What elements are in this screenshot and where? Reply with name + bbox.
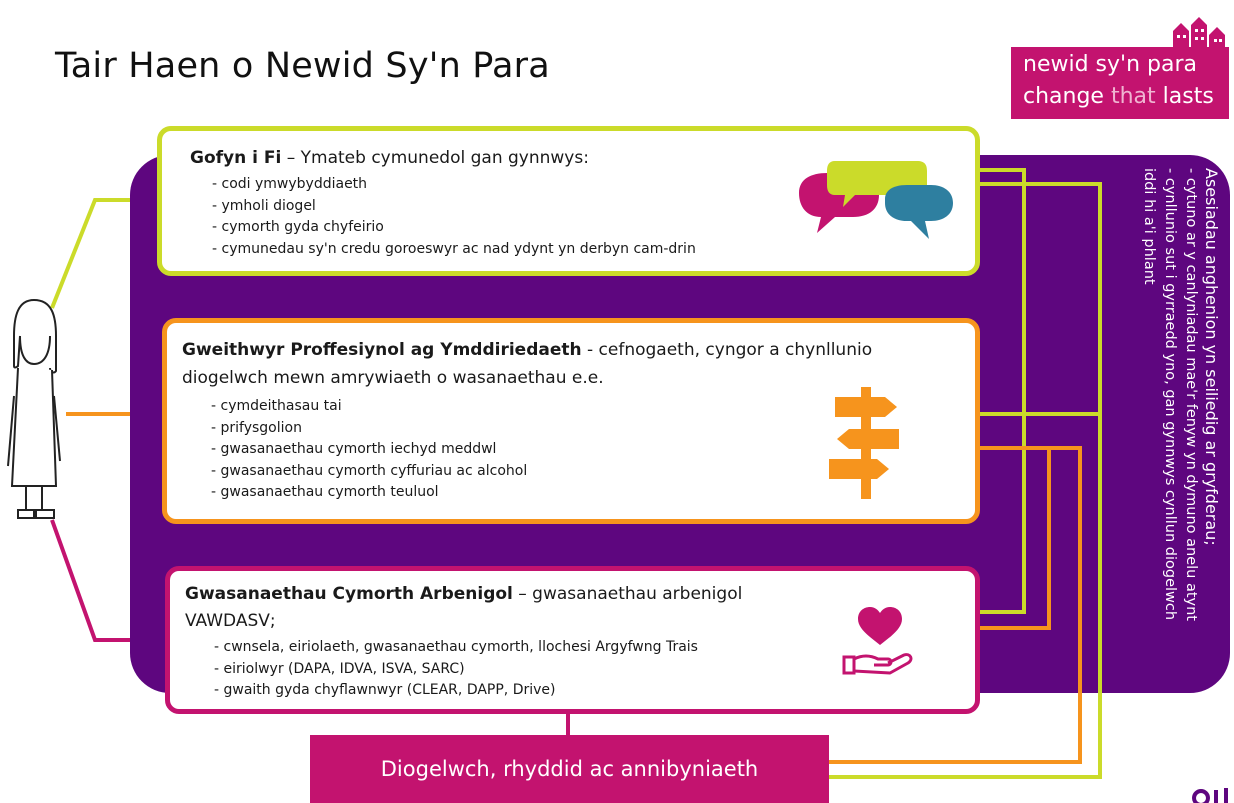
list-item: - gwasanaethau cymorth teuluol <box>211 484 439 500</box>
list-item: - cymunedau sy'n credu goroeswyr ac nad … <box>212 240 696 257</box>
list-item: - cwnsela, eiriolaeth, gwasanaethau cymo… <box>214 639 698 655</box>
list-item: - eiriolwyr (DAPA, IDVA, ISVA, SARC) <box>214 660 465 677</box>
list-item: - gwasanaethau cymorth iechyd meddwl <box>211 441 497 457</box>
tier-1-heading: Gofyn i Fi – Ymateb cymunedol gan gynnwy… <box>190 145 589 171</box>
logo-change: change <box>1023 84 1111 109</box>
tier-3-heading: Gwasanaethau Cymorth Arbenigol – gwasana… <box>185 581 742 607</box>
side-text-line2: - cytuno ar y canlyniadau mae'r fenyw yn… <box>1183 168 1199 621</box>
tier-3-heading-line2: VAWDASV; <box>185 611 276 631</box>
tier-2-list: - cymdeithasau tai - prifysgolion - gwas… <box>211 396 527 504</box>
tier-2-heading: Gweithwyr Proffesiynol ag Ymddiriedaeth … <box>182 337 872 363</box>
page-title: Tair Haen o Newid Sy'n Para <box>55 46 550 86</box>
list-item: - gwasanaethau cymorth cyffuriau ac alco… <box>211 462 528 479</box>
outcome-box: Diogelwch, rhyddid ac annibyniaeth <box>310 735 829 803</box>
tier-2-heading-bold: Gweithwyr Proffesiynol ag Ymddiriedaeth <box>182 340 582 360</box>
tier-3-list: - cwnsela, eiriolaeth, gwasanaethau cymo… <box>214 637 698 702</box>
brand-logo: newid sy'n para change that lasts <box>1011 17 1229 119</box>
list-item: - gwaith gyda chyflawnwyr (CLEAR, DAPP, … <box>214 682 556 698</box>
side-text-line1: Asesiadau anghenion yn seiliedig ar gryf… <box>1202 168 1221 546</box>
corner-logo-fragment-icon <box>1192 788 1228 803</box>
side-text-line3: - cynllunio sut i gyrraedd yno, gan gynn… <box>1162 168 1178 621</box>
side-text: Asesiadau anghenion yn seiliedig ar gryf… <box>1110 168 1221 688</box>
tier-2-heading-line2: diogelwch mewn amrywiaeth o wasanaethau … <box>182 368 604 388</box>
heart-in-hand-icon <box>842 607 913 675</box>
list-item: - prifysgolion <box>211 419 302 436</box>
tier-3-box: Gwasanaethau Cymorth Arbenigol – gwasana… <box>165 566 980 714</box>
signpost-icon <box>829 387 899 499</box>
list-item: - cymorth gyda chyfeirio <box>212 219 384 235</box>
logo-that: that <box>1110 84 1163 109</box>
side-text-line4: iddi hi a'i phlant <box>1141 168 1157 285</box>
logo-line1: newid sy'n para <box>1023 52 1197 77</box>
list-item: - codi ymwybyddiaeth <box>212 176 368 192</box>
tier-2-box: Gweithwyr Proffesiynol ag Ymddiriedaeth … <box>162 318 980 524</box>
tier-2-heading-rest: - cefnogaeth, cyngor a chynllunio <box>581 340 873 360</box>
tier-1-box: Gofyn i Fi – Ymateb cymunedol gan gynnwy… <box>157 126 980 276</box>
tier-3-heading-bold: Gwasanaethau Cymorth Arbenigol <box>185 584 513 604</box>
tier-1-heading-bold: Gofyn i Fi <box>190 148 282 168</box>
tier-1-list: - codi ymwybyddiaeth - ymholi diogel - c… <box>212 174 696 260</box>
tier-1-heading-rest: – Ymateb cymunedol gan gynnwys: <box>281 148 589 168</box>
person-figure-icon <box>7 299 61 519</box>
list-item: - cymdeithasau tai <box>211 398 342 414</box>
logo-lasts: lasts <box>1162 84 1214 109</box>
houses-icon <box>1173 17 1225 49</box>
logo-line2: change that lasts <box>1023 83 1214 111</box>
tier-3-heading-rest: – gwasanaethau arbenigol <box>512 584 743 604</box>
speech-bubbles-icon <box>799 161 953 239</box>
list-item: - ymholi diogel <box>212 197 316 214</box>
